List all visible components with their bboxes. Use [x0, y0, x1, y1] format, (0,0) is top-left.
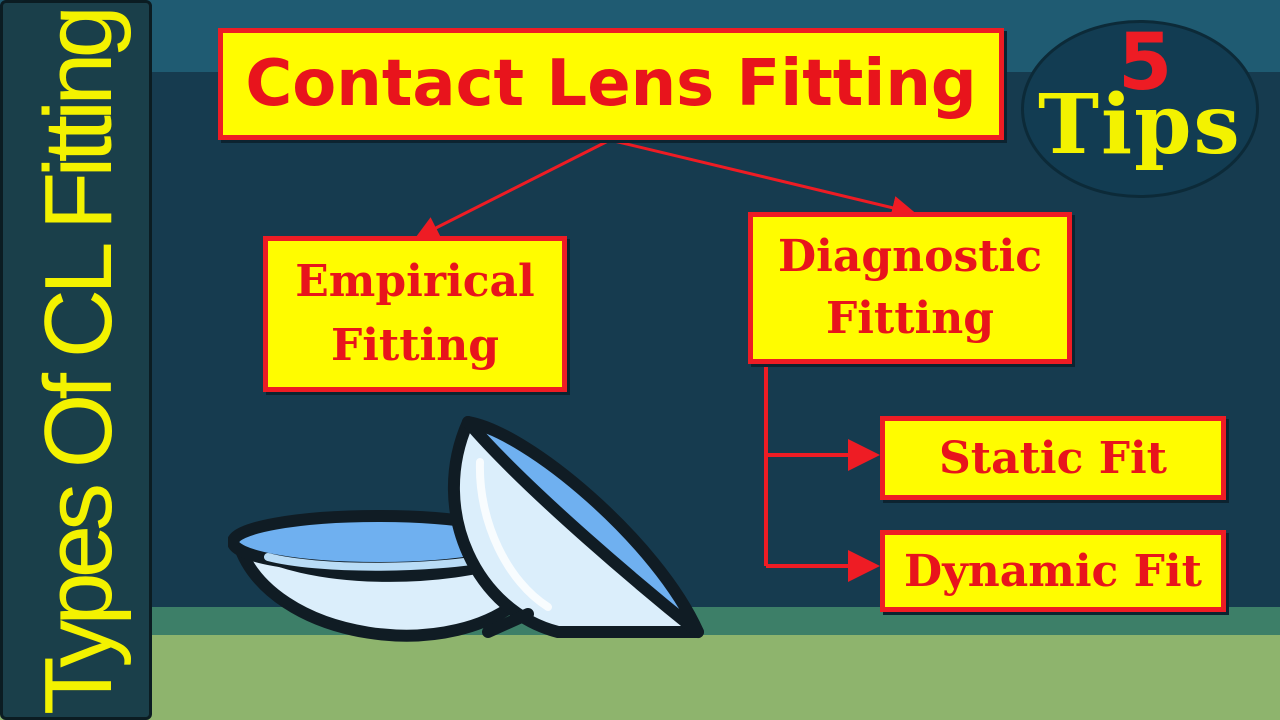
tips-badge [1021, 20, 1259, 198]
arrow-to-diagnostic [609, 138, 916, 220]
lens-right [448, 416, 704, 638]
arrow-to-empirical [414, 138, 611, 239]
empirical-line1: Empirical [295, 256, 535, 307]
empirical-line2: Fitting [330, 320, 500, 371]
title-text: Contact Lens Fitting [245, 47, 977, 121]
static-fit-box: Static Fit [880, 416, 1226, 500]
background-floor [0, 635, 1280, 720]
contact-lenses-icon [228, 416, 704, 642]
dynamic-fit-label: Dynamic Fit [904, 545, 1202, 597]
tips-badge-label: Tips [1038, 77, 1242, 173]
static-fit-label: Static Fit [938, 432, 1168, 484]
diagnostic-line2: Fitting [825, 293, 995, 344]
dynamic-fit-box: Dynamic Fit [880, 530, 1226, 612]
diagnostic-fitting-box: Diagnostic Fitting [748, 212, 1072, 364]
empirical-fitting-box: Empirical Fitting [263, 236, 567, 392]
tips-badge-number: 5 [1118, 18, 1173, 108]
sidebar-panel: Types Of CL Fitting [0, 0, 152, 720]
title-box: Contact Lens Fitting [218, 28, 1004, 140]
diagnostic-line1: Diagnostic [777, 231, 1043, 282]
